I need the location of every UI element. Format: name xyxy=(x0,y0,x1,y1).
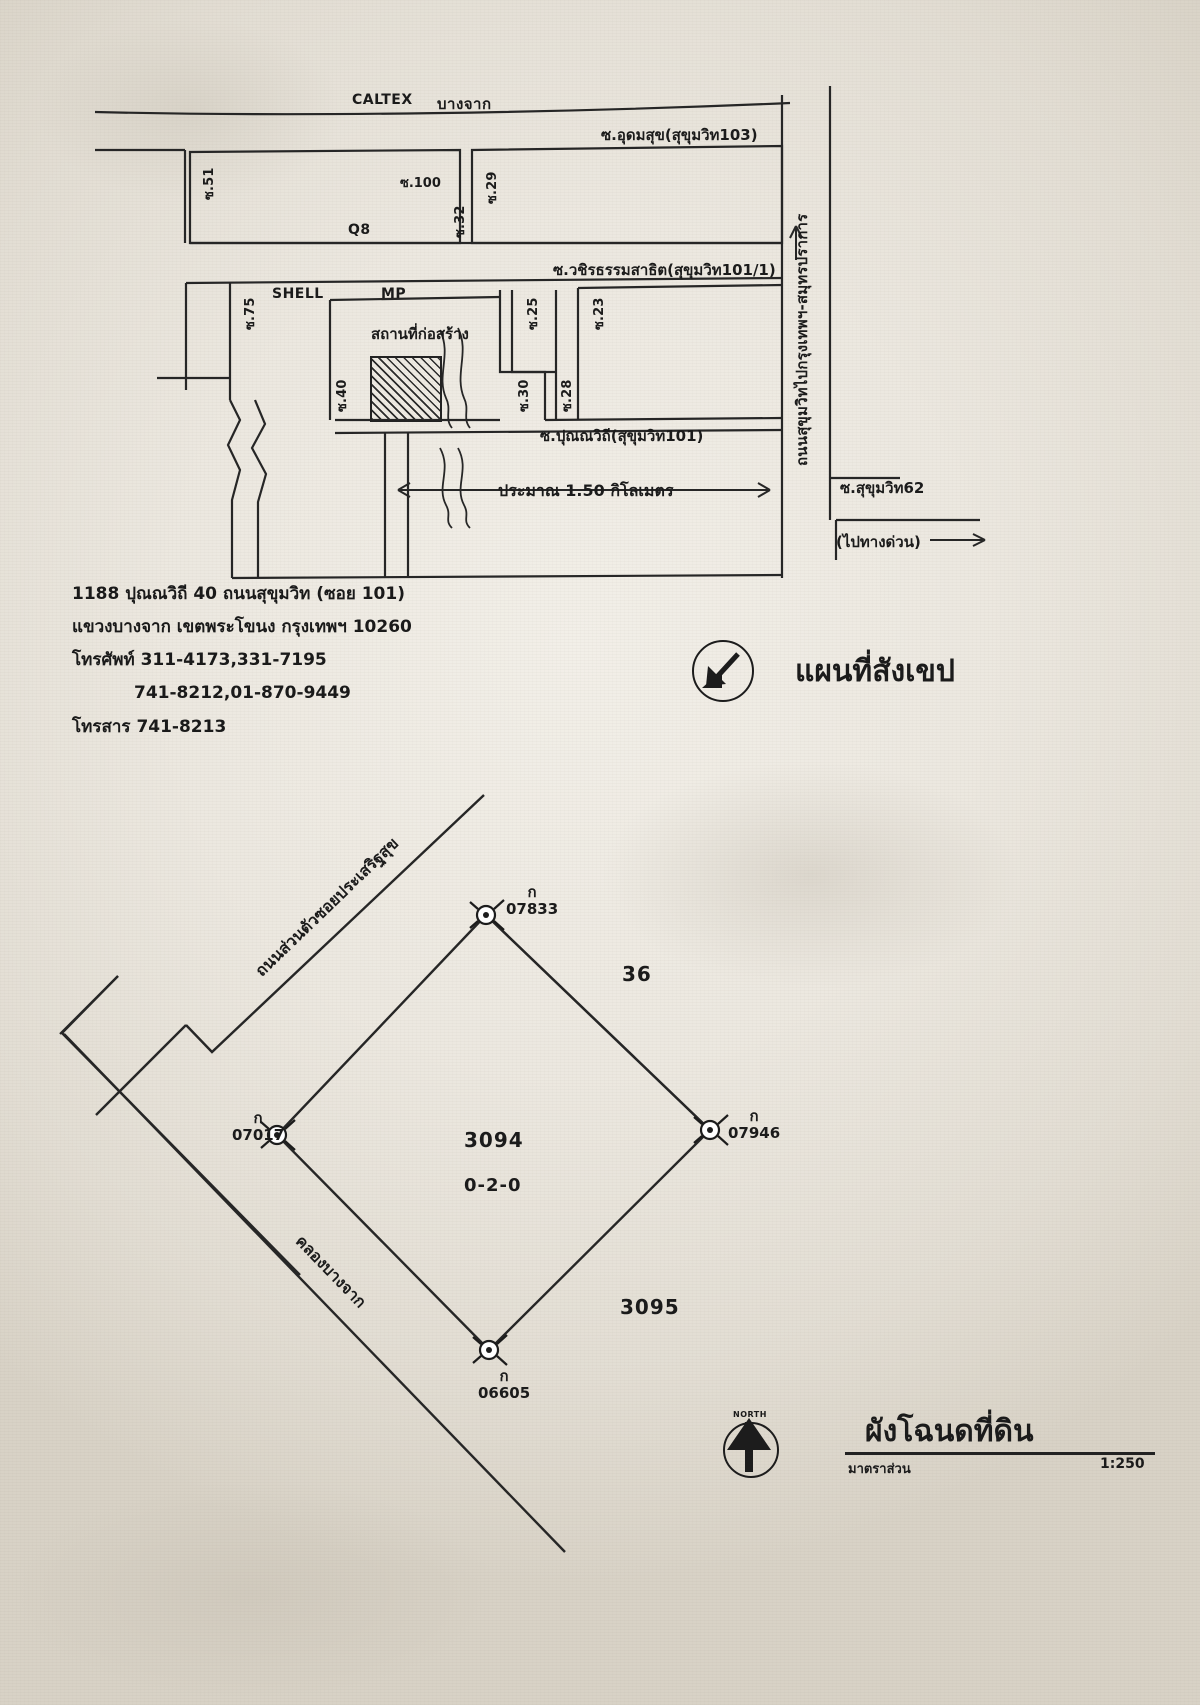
soi-label-29: ซ.29 xyxy=(485,171,500,204)
address-line-2: แขวงบางจาก เขตพระโขนง กรุงเทพฯ 10260 xyxy=(72,617,412,638)
scale-value: 1:250 xyxy=(1100,1456,1145,1472)
sketch-map-lines xyxy=(94,86,986,580)
marker-id: 07017 xyxy=(232,1126,285,1145)
marker-prefix: ก xyxy=(499,1367,509,1385)
marker-label-07833: ก 07833 xyxy=(506,883,559,919)
marker-id: 07946 xyxy=(728,1124,781,1143)
address-line-1: 1188 ปุณณวิถี 40 ถนนสุขุมวิท (ซอย 101) xyxy=(72,584,405,604)
marker-prefix: ก xyxy=(749,1107,759,1125)
soi-label-30: ซ.30 xyxy=(517,379,532,412)
sketch-map-title: แผนที่สังเขป xyxy=(795,654,955,689)
marker-label-07017: ก 07017 xyxy=(232,1109,285,1145)
soi-label-32: ซ.32 xyxy=(453,205,468,238)
soi-label-100: ซ.100 xyxy=(400,176,441,191)
road-label-sukhumvit62: ซ.สุขุมวิท62 xyxy=(840,479,925,497)
distance-note: ประมาณ 1.50 กิโลเมตร xyxy=(498,481,674,500)
address-block: 1188 ปุณณวิถี 40 ถนนสุขุมวิท (ซอย 101) แ… xyxy=(72,578,532,744)
scale-label: มาตราส่วน xyxy=(848,1462,911,1477)
survey-markers xyxy=(260,899,729,1366)
marker-prefix: ก xyxy=(527,883,537,901)
compass-north-label: NORTH xyxy=(733,1410,767,1419)
marker-id: 06605 xyxy=(478,1384,531,1403)
address-phone-2: 741-8212,01-870-9449 xyxy=(134,683,351,704)
scan-smudge xyxy=(0,1480,500,1705)
compass-arrow-southwest-icon xyxy=(692,640,754,702)
marker-prefix: ก xyxy=(253,1109,263,1127)
soi-label-75: ซ.75 xyxy=(243,297,258,330)
brand-mp: MP xyxy=(381,286,407,302)
soi-label-51: ซ.51 xyxy=(202,167,217,200)
marker-label-06605: ก 06605 xyxy=(478,1367,531,1403)
soi-label-40: ซ.40 xyxy=(335,379,350,412)
construction-site-label: สถานที่ก่อสร้าง xyxy=(371,325,469,343)
soi-label-28: ซ.28 xyxy=(560,379,575,412)
parcel-number-3094: 3094 xyxy=(464,1128,524,1152)
marker-id: 07833 xyxy=(506,900,559,919)
soi-label-25: ซ.25 xyxy=(526,297,541,330)
land-plan-lines xyxy=(59,794,712,1553)
parcel-number-3095: 3095 xyxy=(620,1295,680,1319)
brand-bangchak: บางจาก xyxy=(437,95,492,113)
address-phone-1: โทรศัพท์ 311-4173,331-7195 xyxy=(72,650,327,671)
road-label-udomsuk: ซ.อุดมสุข(สุขุมวิท103) xyxy=(601,126,758,144)
compass-north-arrow-icon: NORTH xyxy=(723,1410,779,1478)
land-title-plan: ถนนส่วนตัวซอยประเสริฐสุข คลองบางจาก 3094… xyxy=(0,790,1200,1705)
expressway-note: (ไปทางด่วน) xyxy=(836,533,921,551)
title-underline xyxy=(845,1452,1155,1455)
scan-smudge xyxy=(600,760,1020,990)
construction-site-area xyxy=(370,356,442,422)
land-plan-title: ผังโฉนดที่ดิน xyxy=(865,1414,1034,1449)
soi-label-23: ซ.23 xyxy=(592,297,607,330)
brand-caltex: CALTEX xyxy=(352,92,413,108)
brand-q8: Q8 xyxy=(348,222,371,238)
road-label-wachirathamsatit: ซ.วชิรธรรมสาธิต(สุขุมวิท101/1) xyxy=(553,261,776,279)
road-label-punnawithi: ซ.ปุณณวิถี(สุขุมวิท101) xyxy=(540,427,704,445)
marker-label-07946: ก 07946 xyxy=(728,1107,781,1143)
parcel-area-3094: 0-2-0 xyxy=(464,1175,522,1196)
road-label-main-sukhumvit: ถนนสุขุมวิทไปกรุงเทพฯ-สมุทรปราการ xyxy=(793,213,811,466)
address-fax: โทรสาร 741-8213 xyxy=(72,716,227,737)
parcel-number-36: 36 xyxy=(622,962,652,986)
brand-shell: SHELL xyxy=(272,286,324,302)
